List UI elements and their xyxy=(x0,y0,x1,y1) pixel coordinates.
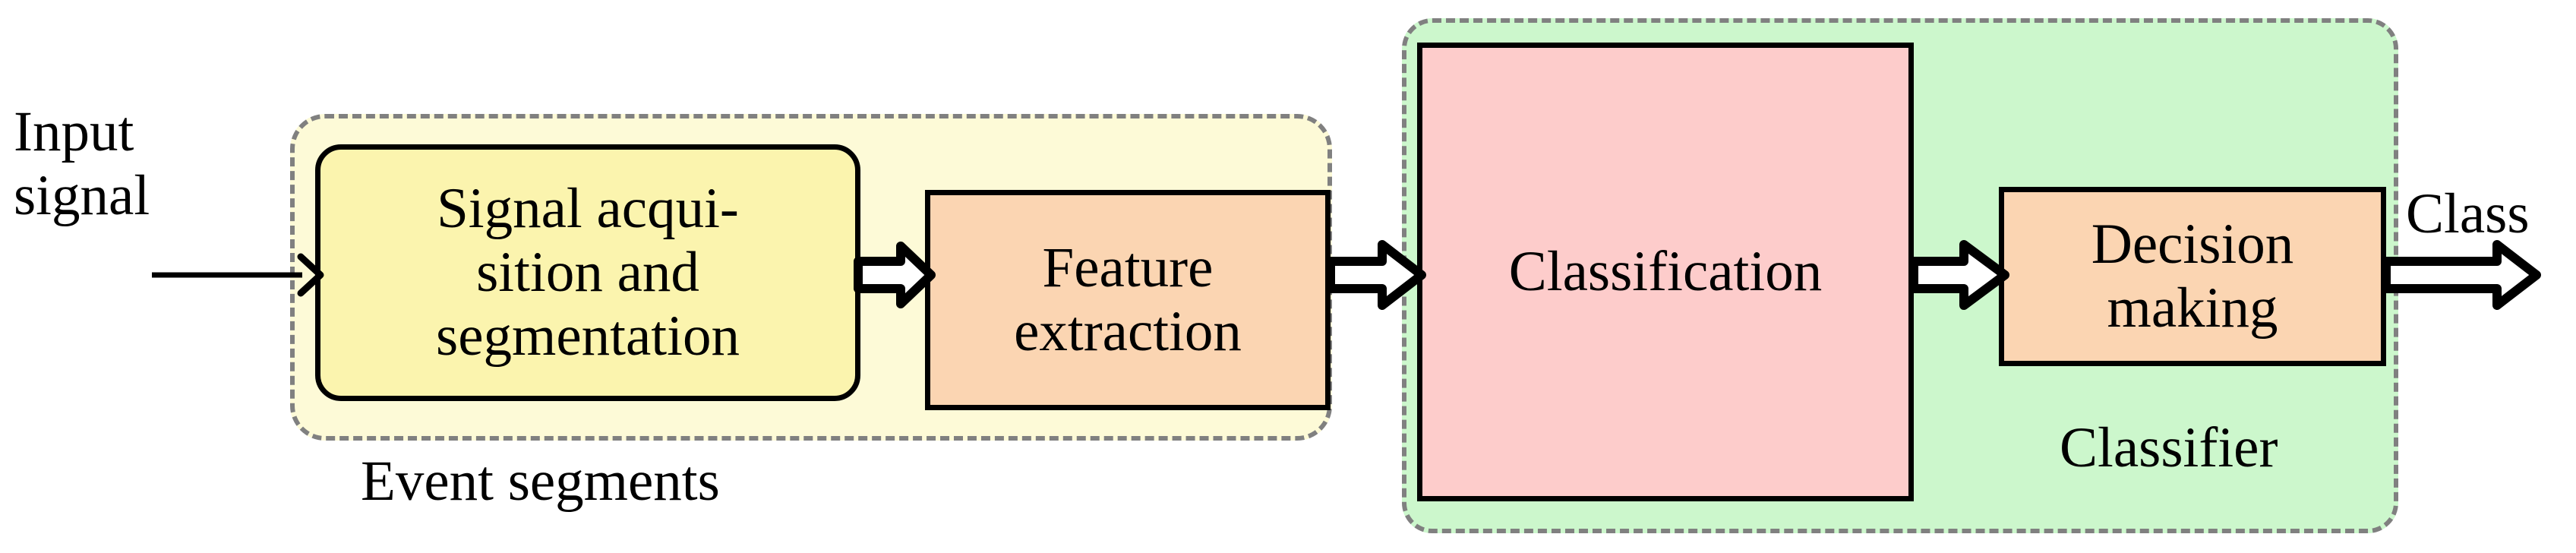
decision-making-block[interactable]: Decision making xyxy=(1999,187,2386,366)
decision-making-label: Decision making xyxy=(2091,213,2294,340)
input-signal-label: Input signal xyxy=(14,100,150,227)
classifier-label: Classifier xyxy=(2060,416,2278,479)
event-segments-label: Event segments xyxy=(361,450,720,513)
feature-extraction-block[interactable]: Feature extraction xyxy=(925,190,1331,410)
class-output-label: Class xyxy=(2406,182,2530,245)
classification-block[interactable]: Classification xyxy=(1417,43,1914,501)
decision-to-class-arrow xyxy=(2382,240,2541,310)
signal-acquisition-block[interactable]: Signal acqui- sition and segmentation xyxy=(315,144,860,401)
feature-extraction-label: Feature extraction xyxy=(1014,236,1242,363)
signal-acquisition-label: Signal acqui- sition and segmentation xyxy=(436,177,740,368)
classification-label: Classification xyxy=(1508,240,1823,303)
